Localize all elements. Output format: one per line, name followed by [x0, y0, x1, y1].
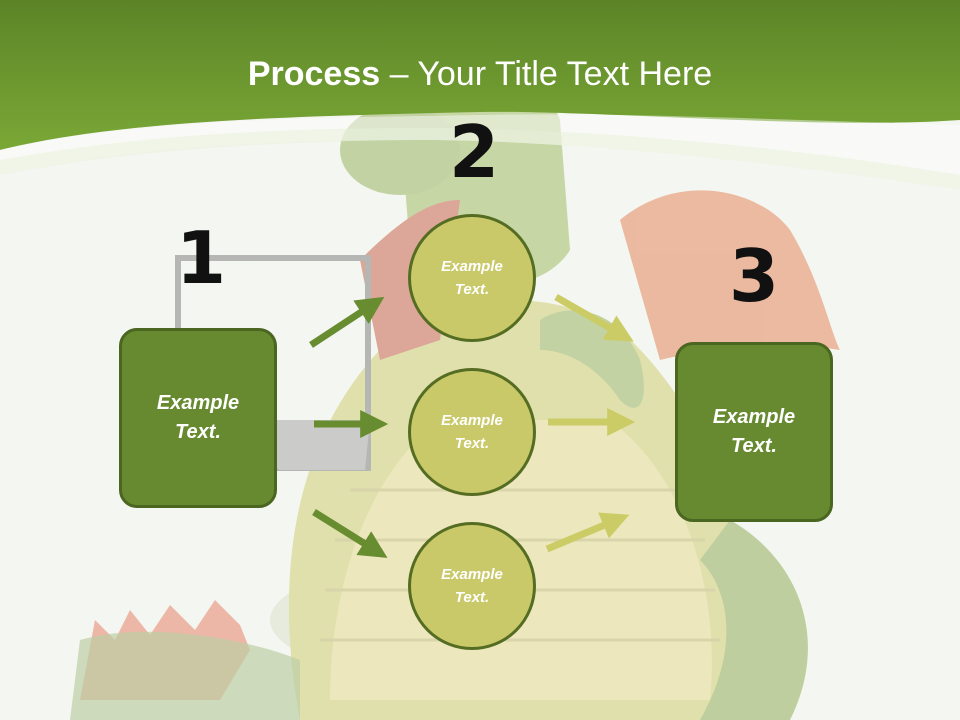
start-box-label: Example Text.	[156, 392, 240, 443]
end-box: Example Text.	[675, 342, 833, 522]
process-circle-1-label: Example Text.	[441, 258, 503, 298]
process-circle-2: Example Text.	[408, 368, 536, 496]
step-number-2: 2	[449, 110, 500, 194]
slide-title: Process – Your Title Text Here	[0, 52, 960, 96]
arrow-to-circle-1	[309, 296, 385, 348]
step-number-1: 1	[176, 216, 227, 300]
arrow-from-circle-1	[554, 293, 634, 342]
arrow-from-circle-3	[545, 512, 630, 553]
end-box-label: Example Text.	[712, 406, 796, 457]
process-circle-3: Example Text.	[408, 522, 536, 650]
start-box: Example Text.	[119, 328, 277, 508]
process-circle-3-label: Example Text.	[441, 566, 503, 606]
title-strong: Process	[247, 55, 381, 93]
process-circle-2-label: Example Text.	[441, 412, 503, 452]
title-rest: – Your Title Text Here	[380, 55, 713, 93]
step-number-3: 3	[729, 234, 780, 318]
process-circle-1: Example Text.	[408, 214, 536, 342]
arrow-to-circle-3	[312, 509, 388, 558]
